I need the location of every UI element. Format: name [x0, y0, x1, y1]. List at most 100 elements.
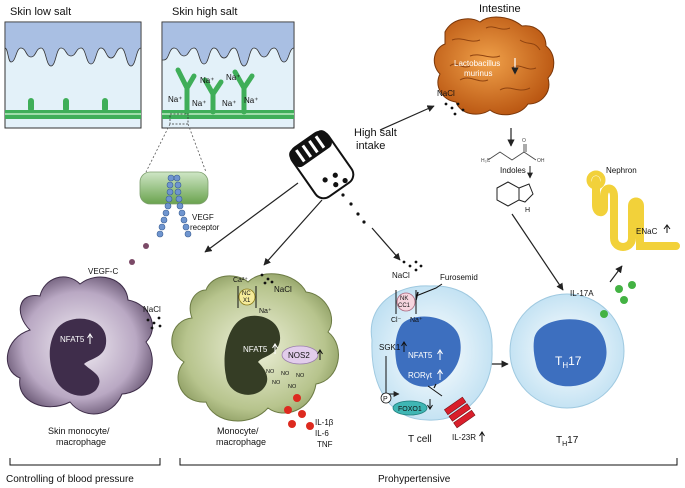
footer-brackets: Controlling of blood pressure Prohyperte…: [6, 458, 678, 485]
na-label: Na⁺: [192, 99, 206, 108]
na-label: Na⁺: [222, 99, 236, 108]
foxo1-down-arrow: [427, 399, 433, 410]
bracket-left: [9, 458, 161, 466]
roryt-label: RORγt: [408, 371, 433, 380]
cl-label: Cl⁻: [391, 317, 402, 324]
no-label: NO: [288, 384, 297, 390]
monocyte-na-label: Na⁺: [259, 308, 272, 315]
vegf-receptor: VEGF receptor: [139, 171, 220, 238]
tcell-na-label: Na⁺: [410, 317, 423, 324]
il23r-receptor: [443, 396, 476, 429]
cytokine-dot: [306, 422, 314, 430]
tcell-nfat5-label: NFAT5: [408, 351, 433, 360]
tcell-label: T cell: [408, 434, 432, 445]
skin-nacl-label: NaCl: [143, 305, 161, 314]
tnf-label: TNF: [317, 440, 333, 449]
lymph-sprout-branched: [232, 69, 255, 115]
arrow-th17-to-nephron: [609, 265, 623, 283]
monocyte-nfat5-label: NFAT5: [243, 345, 268, 354]
monocyte-cell: NFAT5 NC X1 Ca²⁺ Na⁺ NaCl NOS2 NO NO NO …: [171, 273, 339, 449]
furosemid-label: Furosemid: [440, 273, 478, 282]
monocyte-label: Monocyte/: [217, 426, 259, 436]
no-label: NO: [272, 380, 281, 386]
skin-nfat5-label: NFAT5: [60, 335, 85, 344]
no-label: NO: [296, 373, 305, 379]
indole-pyrrole-ring: [518, 183, 534, 203]
svg-text:H₃C: H₃C: [481, 158, 491, 164]
skin-low-salt-epidermis: [4, 21, 142, 67]
svg-text:NK: NK: [400, 296, 408, 302]
sgk1-label: SGK1: [379, 343, 401, 352]
indole-h-label: H: [525, 207, 530, 214]
th17-cell: TH17 TH17 IL-17A: [509, 281, 636, 448]
metabolite-structures: H₃C O OH Indoles H: [481, 128, 545, 214]
monocyte-label: macrophage: [216, 437, 266, 447]
svg-text:X1: X1: [243, 298, 251, 304]
intestine-title: Intestine: [479, 3, 521, 15]
th17-label: TH17: [556, 435, 579, 448]
na-label: Na⁺: [226, 73, 240, 82]
na-label: Na⁺: [200, 76, 214, 85]
nos2-label: NOS2: [288, 351, 310, 360]
receptor-chain: [156, 174, 192, 238]
foxo1-label: FOXO1: [398, 406, 422, 413]
cytokine-dot: [293, 394, 301, 402]
intestine-nacl-label: NaCl: [437, 89, 455, 98]
monocyte-nucleus: [224, 315, 281, 395]
il1b-label: IL-1β: [315, 418, 334, 427]
th17-nucleus: [533, 319, 607, 387]
cytokine-dot: [284, 406, 292, 414]
svg-text:O: O: [522, 138, 526, 144]
zoom-box: [169, 113, 189, 125]
high-salt-label: intake: [356, 140, 385, 152]
salt-shaker: High salt intake: [289, 127, 397, 224]
arrow-to-skin-macrophage: [204, 182, 299, 253]
skin-low-salt-panel: Skin low salt: [4, 6, 142, 129]
footer-left-label: Controlling of blood pressure: [6, 474, 134, 485]
lymph-sprout: [28, 98, 34, 112]
lymph-sprout: [63, 98, 69, 112]
nephron-tubule: [592, 176, 680, 251]
na-label: Na⁺: [244, 96, 258, 105]
il23r-label: IL-23R: [452, 433, 476, 442]
svg-text:NC: NC: [242, 291, 251, 297]
svg-text:OH: OH: [537, 158, 545, 164]
footer-right-label: Prohypertensive: [378, 474, 451, 485]
th17-inner-label: TH17: [555, 354, 582, 370]
no-label: NO: [266, 369, 275, 375]
nkcc1-channel: [396, 292, 416, 312]
skin-macrophage-label: macrophage: [56, 437, 106, 447]
skin-high-salt-panel: Skin high salt Na⁺ Na⁺ Na⁺ Na⁺ Na⁺ Na⁺: [161, 6, 295, 129]
il17-dot: [600, 310, 608, 318]
bacteria-label: Lactobacillus: [454, 59, 500, 68]
vegf-receptor-label: receptor: [190, 223, 220, 232]
high-salt-label: High salt: [354, 127, 397, 139]
ncx1-channel: [238, 288, 256, 306]
bacteria-label: murinus: [464, 69, 492, 78]
arrow-indoles-to-th17: [511, 213, 564, 291]
il6-label: IL-6: [315, 429, 329, 438]
intestine-folds: [449, 26, 541, 91]
lymph-sprout: [102, 98, 108, 112]
skin-low-salt-title: Skin low salt: [10, 6, 71, 18]
receptor-membrane: [139, 171, 209, 205]
t-cell: NFAT5 RORγt NaCl Furosemid NK CC1 Cl⁻ Na…: [370, 260, 493, 445]
cytokine-dot: [298, 410, 306, 418]
cytokine-dot: [288, 420, 296, 428]
monocyte-nacl-label: NaCl: [274, 285, 292, 294]
vegf-c-label: VEGF-C: [88, 267, 118, 276]
skin-macrophage-label: Skin monocyte/: [48, 426, 110, 436]
il17-dot: [620, 296, 628, 304]
skin-high-salt-title: Skin high salt: [172, 6, 237, 18]
zoom-line: [187, 123, 207, 173]
lymph-sprout-branched: [202, 77, 224, 115]
il17-dot: [615, 285, 623, 293]
indole-benzene-ring: [496, 181, 520, 207]
vegf-receptor-label: VEGF: [192, 213, 214, 222]
indoles-label: Indoles: [500, 166, 526, 175]
no-label: NO: [281, 371, 290, 377]
nos2-badge: [281, 345, 319, 365]
pathway-arrows: [204, 105, 623, 368]
carbon-chain: [487, 151, 537, 161]
